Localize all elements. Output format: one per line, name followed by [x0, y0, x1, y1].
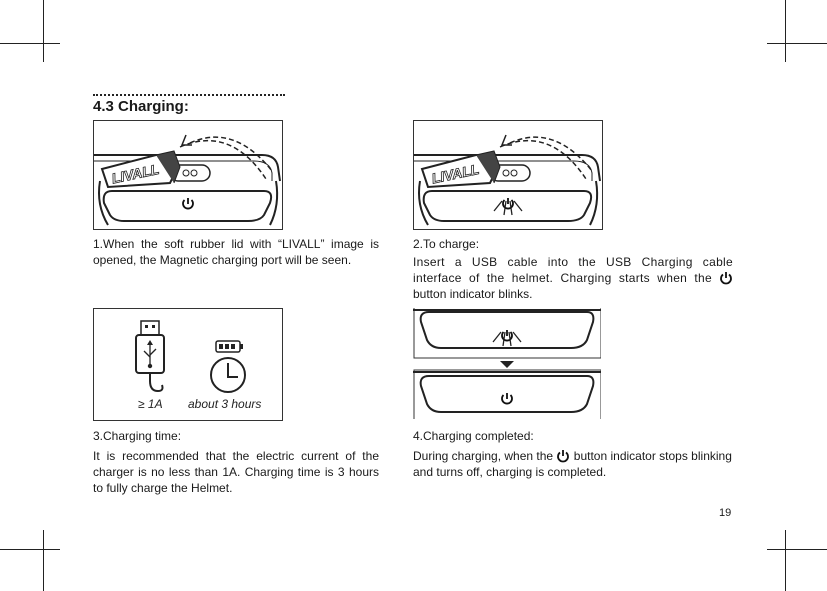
blink-rays [492, 331, 522, 347]
step4-text: During charging, when the button indicat… [413, 448, 733, 480]
crop-mark [767, 43, 827, 44]
power-icon [501, 393, 513, 405]
clock-icon [210, 357, 246, 393]
step3-title: 3.Charging time: [93, 429, 182, 443]
crop-mark [43, 0, 44, 62]
blink-rays [493, 200, 523, 216]
step2-title: 2.To charge: [413, 237, 480, 251]
usb-icon [135, 320, 165, 393]
down-arrow-icon [500, 361, 514, 368]
crop-mark [767, 549, 827, 550]
figure-charging-time: ≥ 1A about 3 hours [93, 308, 283, 421]
battery-icon [215, 340, 243, 353]
power-icon [557, 450, 570, 463]
step2-text-before: Insert a USB cable into the USB Charging… [413, 255, 733, 285]
power-icon [182, 198, 194, 210]
crop-mark [43, 530, 44, 591]
power-icon [501, 330, 513, 342]
step2-text-after: button indicator blinks. [413, 287, 533, 301]
step4-text-after: button indicator stops blinking and turn… [413, 449, 732, 479]
section-rule [93, 94, 285, 96]
crop-mark [0, 549, 60, 550]
power-icon [502, 198, 514, 210]
crop-mark [785, 530, 786, 591]
step3-text: It is recommended that the electric curr… [93, 449, 379, 495]
step2-text: Insert a USB cable into the USB Charging… [413, 254, 733, 302]
figure-lid-opened: LIVALL [93, 120, 283, 230]
figure-charging: LIVALL [413, 120, 603, 230]
section-title: 4.3 Charging: [93, 98, 189, 115]
crop-mark [785, 0, 786, 62]
figure-charging-completed [413, 308, 601, 419]
step4-text-before: During charging, when the [413, 449, 554, 463]
step4-title: 4.Charging completed: [413, 429, 534, 443]
time-label: about 3 hours [188, 397, 261, 411]
crop-mark [0, 43, 60, 44]
step1-text: 1.When the soft rubber lid with “LIVALL”… [93, 237, 379, 267]
page-number: 19 [719, 507, 732, 519]
current-label: ≥ 1A [138, 397, 163, 411]
power-icon [720, 272, 732, 285]
